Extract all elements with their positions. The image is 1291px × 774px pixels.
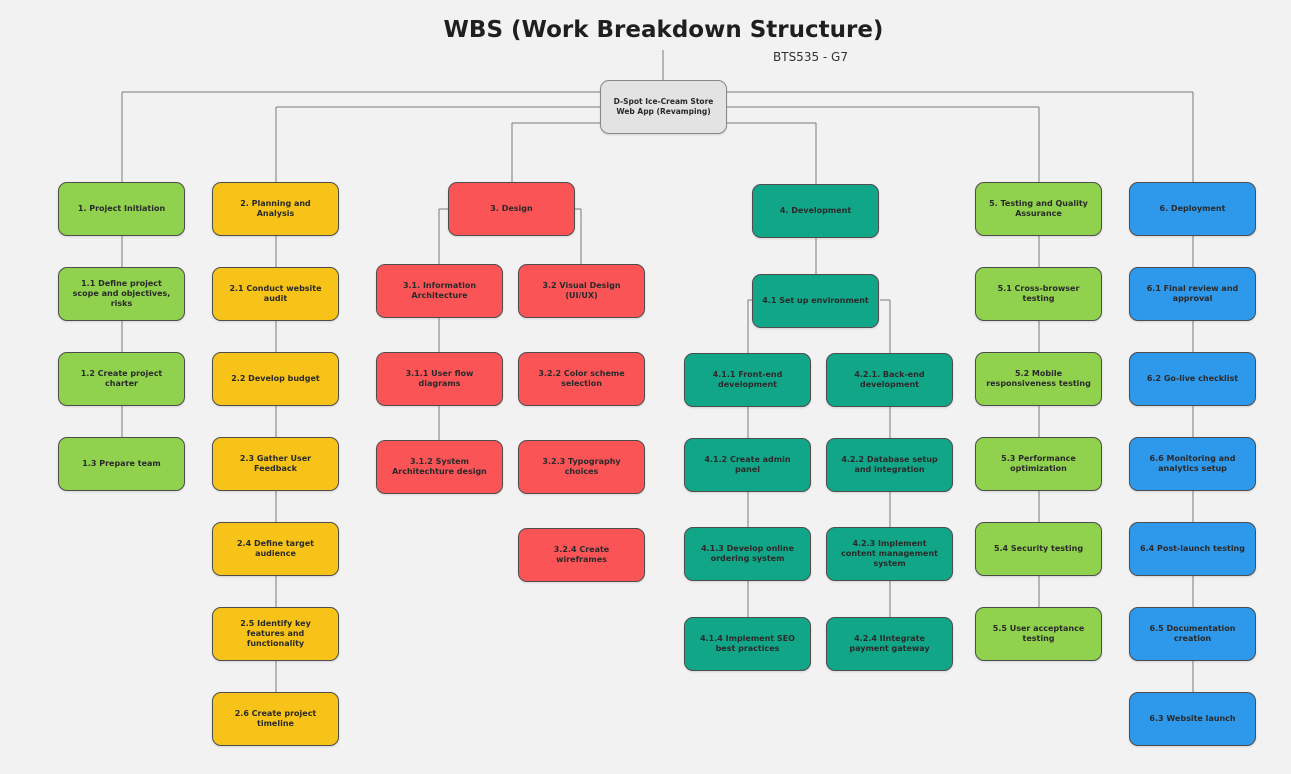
root-node-label: D-Spot Ice-Cream Store Web App (Revampin… xyxy=(613,97,714,116)
node-label: 3.2.2 Color scheme selection xyxy=(538,369,625,388)
node-label: 3.1.2 System Architechture design xyxy=(392,457,487,476)
node-4-1-3[interactable]: 4.1.3 Develop online ordering system xyxy=(684,527,811,581)
node-6-4[interactable]: 6.4 Post-launch testing xyxy=(1129,522,1256,576)
node-2-5[interactable]: 2.5 Identify key features and functional… xyxy=(212,607,339,661)
node-label: 4. Development xyxy=(779,206,852,215)
node-5-2[interactable]: 5.2 Mobile responsiveness testing xyxy=(975,352,1102,406)
node-3-2-4[interactable]: 3.2.4 Create wireframes xyxy=(518,528,645,582)
node-6-6[interactable]: 6.6 Monitoring and analytics setup xyxy=(1129,437,1256,491)
node-label: 6.4 Post-launch testing xyxy=(1140,544,1245,553)
node-2-1[interactable]: 2.1 Conduct website audit xyxy=(212,267,339,321)
node-label: 1.3 Prepare team xyxy=(82,459,161,468)
node-1-1[interactable]: 1.1 Define project scope and objectives,… xyxy=(58,267,185,321)
node-label: 5.4 Security testing xyxy=(993,544,1084,553)
node-3-2-2[interactable]: 3.2.2 Color scheme selection xyxy=(518,352,645,406)
node-label: 4.1.3 Develop online ordering system xyxy=(701,544,794,563)
node-6-3[interactable]: 6.3 Website launch xyxy=(1129,692,1256,746)
node-label: 6.3 Website launch xyxy=(1149,714,1236,723)
node-3-1[interactable]: 3.1. Information Architecture xyxy=(376,264,503,318)
node-label: 4.1 Set up environment xyxy=(762,296,869,305)
node-3-1-1[interactable]: 3.1.1 User flow diagrams xyxy=(376,352,503,406)
node-4-1[interactable]: 4.1 Set up environment xyxy=(752,274,879,328)
node-2-6[interactable]: 2.6 Create project timeline xyxy=(212,692,339,746)
node-label: 2.3 Gather User Feedback xyxy=(239,454,312,473)
node-label: 6. Deployment xyxy=(1159,204,1226,213)
node-label: 4.1.2 Create admin panel xyxy=(704,455,791,474)
node-label: 2.6 Create project timeline xyxy=(234,709,317,728)
node-6-1[interactable]: 6.1 Final review and approval xyxy=(1129,267,1256,321)
node-3-design[interactable]: 3. Design xyxy=(448,182,575,236)
node-label: 4.2.1. Back-end development xyxy=(854,370,925,389)
node-4-1-1[interactable]: 4.1.1 Front-end development xyxy=(684,353,811,407)
node-label: 4.2.2 Database setup and integration xyxy=(841,455,938,474)
node-5-4[interactable]: 5.4 Security testing xyxy=(975,522,1102,576)
node-4-2-1[interactable]: 4.2.1. Back-end development xyxy=(826,353,953,407)
node-4-1-4[interactable]: 4.1.4 Implement SEO best practices xyxy=(684,617,811,671)
node-label: 5.3 Performance optimization xyxy=(1001,454,1076,473)
node-5-5[interactable]: 5.5 User acceptance testing xyxy=(975,607,1102,661)
diagram-title: WBS (Work Breakdown Structure) xyxy=(443,17,884,43)
node-2-3[interactable]: 2.3 Gather User Feedback xyxy=(212,437,339,491)
node-label: 2.4 Define target audience xyxy=(236,539,314,558)
node-label: 6.6 Monitoring and analytics setup xyxy=(1149,454,1236,473)
node-label: 4.2.3 Implement content management syste… xyxy=(841,539,938,568)
node-2-4[interactable]: 2.4 Define target audience xyxy=(212,522,339,576)
node-6-2[interactable]: 6.2 Go-live checklist xyxy=(1129,352,1256,406)
node-6-deployment[interactable]: 6. Deployment xyxy=(1129,182,1256,236)
node-label: 3. Design xyxy=(490,204,533,213)
node-2-planning-analysis[interactable]: 2. Planning and Analysis xyxy=(212,182,339,236)
node-label: 3.1. Information Architecture xyxy=(402,281,477,300)
node-label: 6.1 Final review and approval xyxy=(1146,284,1239,303)
node-label: 3.2.4 Create wireframes xyxy=(553,545,610,564)
node-label: 3.2.3 Typography choices xyxy=(542,457,621,476)
node-3-2[interactable]: 3.2 Visual Design (UI/UX) xyxy=(518,264,645,318)
node-label: 2. Planning and Analysis xyxy=(240,199,311,218)
node-label: 1.2 Create project charter xyxy=(80,369,163,388)
node-4-2-2[interactable]: 4.2.2 Database setup and integration xyxy=(826,438,953,492)
node-label: 5.5 User acceptance testing xyxy=(992,624,1085,643)
node-label: 4.2.4 IIntegrate payment gateway xyxy=(849,634,930,653)
node-1-project-initiation[interactable]: 1. Project Initiation xyxy=(58,182,185,236)
node-label: 2.2 Develop budget xyxy=(231,374,320,383)
node-label: 4.1.1 Front-end development xyxy=(712,370,783,389)
node-4-2-3[interactable]: 4.2.3 Implement content management syste… xyxy=(826,527,953,581)
node-4-1-2[interactable]: 4.1.2 Create admin panel xyxy=(684,438,811,492)
node-1-3[interactable]: 1.3 Prepare team xyxy=(58,437,185,491)
node-label: 6.2 Go-live checklist xyxy=(1146,374,1239,383)
node-5-3[interactable]: 5.3 Performance optimization xyxy=(975,437,1102,491)
node-4-2-4[interactable]: 4.2.4 IIntegrate payment gateway xyxy=(826,617,953,671)
node-2-2[interactable]: 2.2 Develop budget xyxy=(212,352,339,406)
node-label: 3.1.1 User flow diagrams xyxy=(405,369,474,388)
node-label: 5. Testing and Quality Assurance xyxy=(989,199,1088,218)
root-node[interactable]: D-Spot Ice-Cream Store Web App (Revampin… xyxy=(600,80,727,134)
node-3-2-3[interactable]: 3.2.3 Typography choices xyxy=(518,440,645,494)
node-label: 4.1.4 Implement SEO best practices xyxy=(700,634,795,653)
node-label: 6.5 Documentation creation xyxy=(1149,624,1236,643)
node-3-1-2[interactable]: 3.1.2 System Architechture design xyxy=(376,440,503,494)
node-label: 5.2 Mobile responsiveness testing xyxy=(986,369,1091,388)
node-label: 1. Project Initiation xyxy=(77,204,166,213)
node-6-5[interactable]: 6.5 Documentation creation xyxy=(1129,607,1256,661)
diagram-subtitle: BTS535 - G7 xyxy=(773,50,848,64)
node-label: 5.1 Cross-browser testing xyxy=(997,284,1080,303)
node-5-testing-qa[interactable]: 5. Testing and Quality Assurance xyxy=(975,182,1102,236)
node-5-1[interactable]: 5.1 Cross-browser testing xyxy=(975,267,1102,321)
node-1-2[interactable]: 1.2 Create project charter xyxy=(58,352,185,406)
node-label: 3.2 Visual Design (UI/UX) xyxy=(542,281,621,300)
node-4-development[interactable]: 4. Development xyxy=(752,184,879,238)
node-label: 1.1 Define project scope and objectives,… xyxy=(72,279,171,308)
node-label: 2.1 Conduct website audit xyxy=(229,284,322,303)
node-label: 2.5 Identify key features and functional… xyxy=(240,619,311,648)
